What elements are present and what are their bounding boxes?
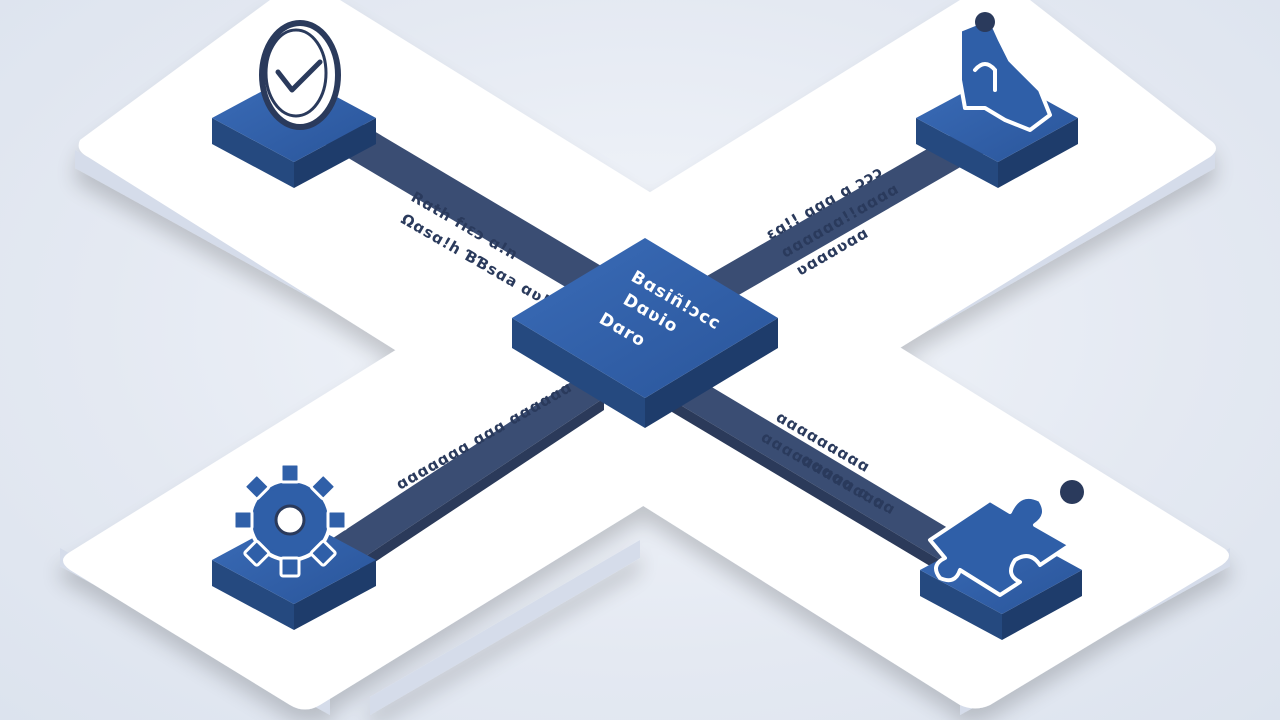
node-top-left-right-face bbox=[294, 118, 376, 188]
node-top-right[interactable] bbox=[916, 12, 1078, 188]
node-bottom-left[interactable] bbox=[212, 462, 376, 630]
puzzle-piece-icon bbox=[928, 480, 1084, 597]
center-block-right-face bbox=[645, 318, 778, 428]
raised-hand-icon bbox=[958, 12, 1052, 132]
beam-bottom-right bbox=[672, 380, 968, 560]
node-bottom-right-right-face bbox=[1002, 570, 1082, 640]
checkmark-circle-icon bbox=[259, 20, 341, 130]
connector-beams bbox=[318, 118, 990, 572]
center-block[interactable]: Bɑsiñ!ɔcc Dɑʋio Dɑro bbox=[512, 238, 778, 428]
beam-top-right bbox=[700, 130, 990, 300]
node-top-left-left-face bbox=[212, 118, 294, 188]
node-top-right-right-face bbox=[998, 118, 1078, 188]
node-bottom-right-left-face bbox=[920, 570, 1002, 640]
center-block-top-face bbox=[512, 238, 778, 398]
node-bottom-right[interactable] bbox=[920, 480, 1084, 640]
node-top-right-left-face bbox=[916, 118, 998, 188]
center-block-left-face bbox=[512, 318, 645, 428]
beam-bottom-left-edge bbox=[360, 398, 604, 572]
node-top-left[interactable] bbox=[212, 20, 376, 188]
beam-bottom-right-edge bbox=[672, 400, 940, 572]
beam-bottom-left bbox=[330, 380, 604, 560]
node-bottom-left-left-face bbox=[212, 560, 294, 630]
node-bottom-left-right-face bbox=[294, 560, 376, 630]
beam-top-left bbox=[318, 118, 608, 292]
gear-icon bbox=[232, 462, 348, 578]
